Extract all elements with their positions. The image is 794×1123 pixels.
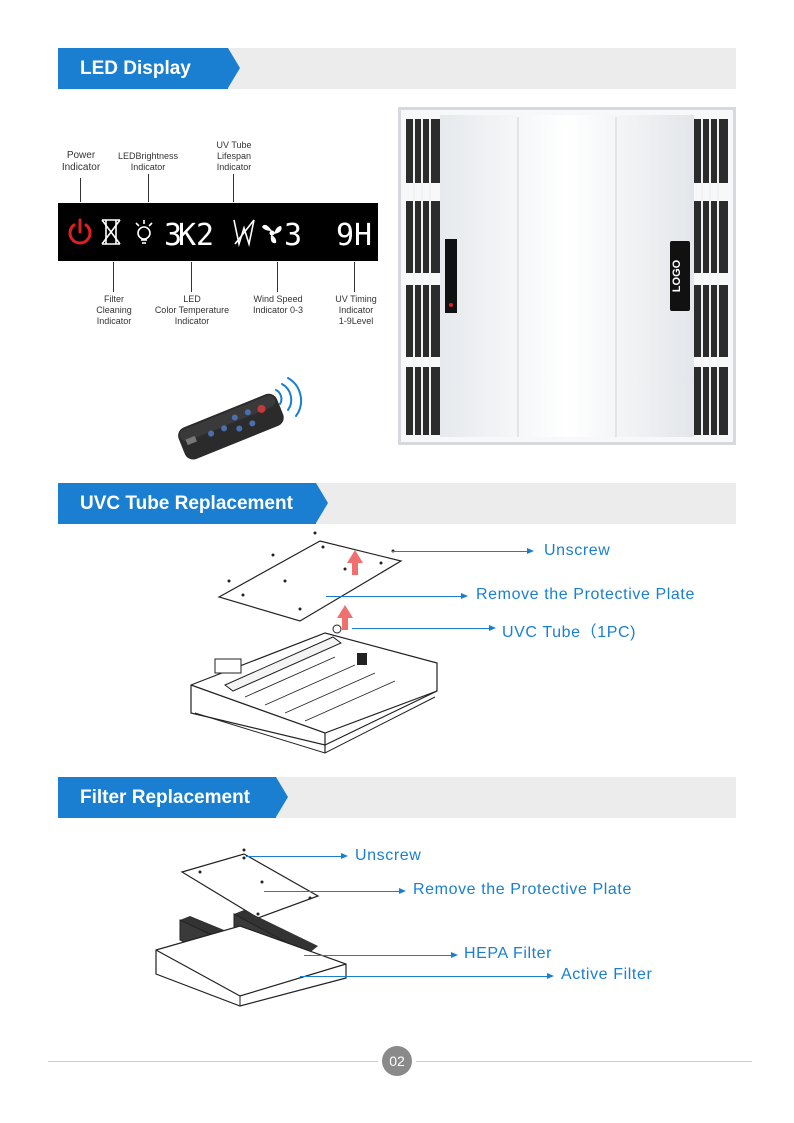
signal-waves-icon [275, 377, 303, 417]
panel-logo-plate [670, 241, 690, 311]
panel-mini-display [445, 239, 457, 313]
air-purifier-panel-image: LOGO [398, 107, 736, 445]
unscrew-pointer [392, 548, 534, 554]
uvc-section-title: UVC Tube Replacement [58, 483, 328, 524]
led-section-header: LED Display [58, 48, 736, 89]
power-icon [68, 218, 92, 245]
callout-line [80, 178, 81, 202]
color-temp-text: K2 [178, 218, 214, 253]
lift-arrow-icon [337, 550, 363, 630]
remove-plate-pointer [326, 593, 468, 599]
uvc-step-unscrew: Unscrew [544, 542, 611, 559]
filter-step-hepa: HEPA Filter [464, 945, 553, 962]
uvc-step-remove-plate: Remove the Protective Plate [476, 586, 695, 603]
callout-line [233, 174, 234, 202]
filter-step-remove-plate: Remove the Protective Plate [413, 881, 632, 898]
remote-control-image [178, 377, 303, 460]
footer-rule-left [48, 1061, 378, 1062]
led-section-title: LED Display [58, 48, 240, 89]
uv-tube-icon [233, 219, 255, 248]
active-filter-pointer [300, 973, 554, 979]
bulb-icon [135, 220, 153, 244]
callout-line [354, 262, 355, 292]
uvc-section-header: UVC Tube Replacement [58, 483, 736, 524]
callout-line [277, 262, 278, 292]
fan-icon [262, 224, 282, 244]
led-display-glyphs: 3 K2 3 9H [68, 218, 372, 253]
uvc-step-tube: UVC Tube（1PC) [502, 624, 637, 641]
filter-step-active: Active Filter [561, 966, 653, 983]
wind-speed-digit: 3 [284, 218, 302, 253]
led-display-screen: 3 K2 3 9H [58, 203, 378, 261]
filter-step-unscrew: Unscrew [355, 847, 422, 864]
panel-logo-text: LOGO [671, 259, 683, 292]
callout-line [113, 262, 114, 292]
callout-line [191, 262, 192, 292]
callout-line [148, 174, 149, 202]
filter-remove-plate-pointer [264, 888, 406, 894]
filter-cleaning-icon [101, 219, 121, 245]
hepa-filter-pointer [304, 952, 458, 958]
filter-exploded-diagram [155, 848, 347, 1007]
page-number: 02 [382, 1046, 412, 1076]
uv-timing-text: 9H [336, 218, 372, 253]
uvc-exploded-diagram [190, 531, 438, 754]
filter-unscrew-pointer [246, 853, 348, 859]
uvc-tube-pointer [352, 625, 496, 631]
filter-section-title: Filter Replacement [58, 777, 288, 818]
filter-section-header: Filter Replacement [58, 777, 736, 818]
brightness-digit: 3 [164, 218, 182, 253]
footer-rule-right [416, 1061, 752, 1062]
